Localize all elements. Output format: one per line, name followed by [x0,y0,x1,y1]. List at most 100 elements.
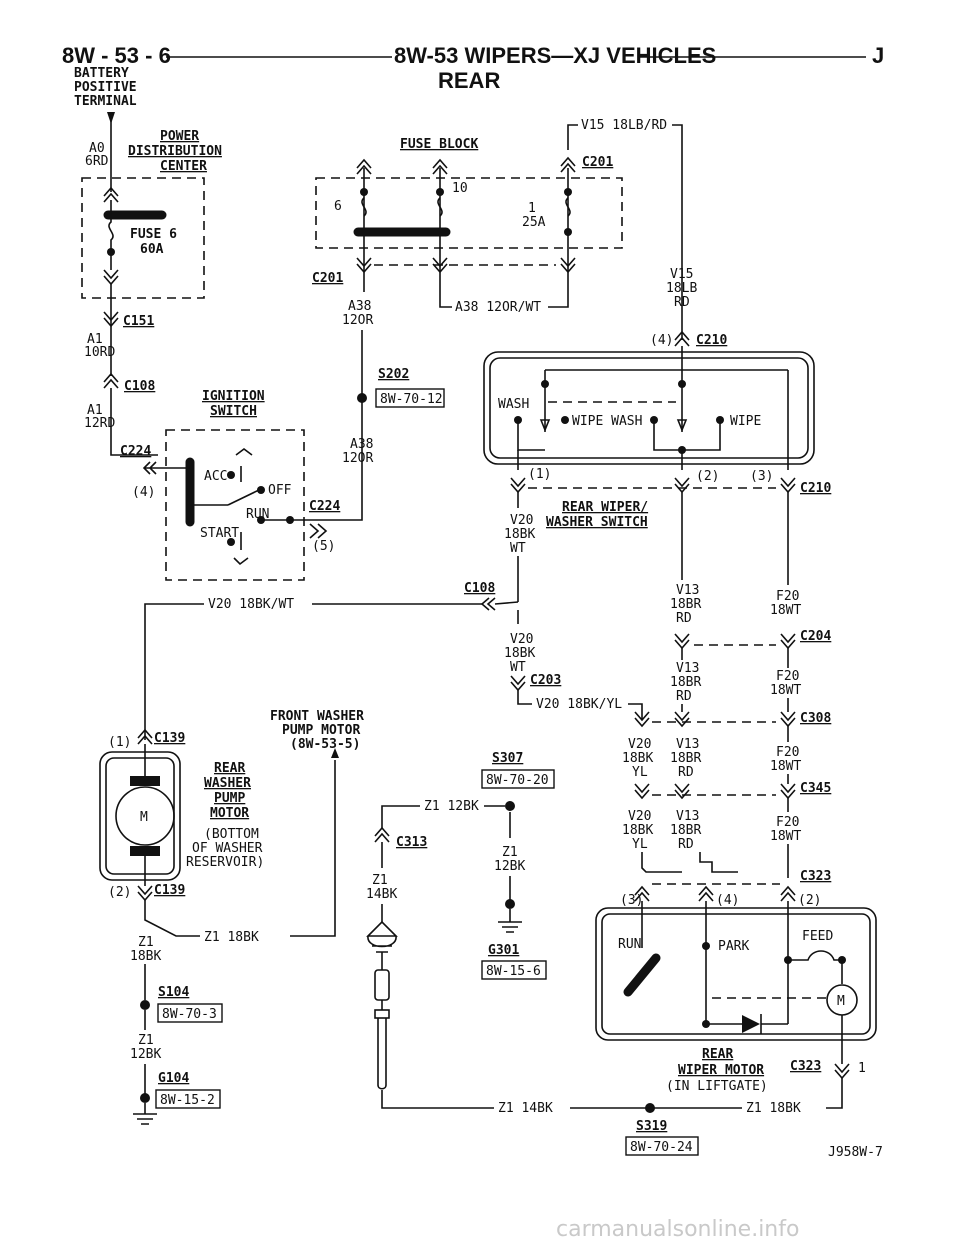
wire-v20-sw-3: WT [510,541,526,556]
wire-v13c-2: 18BR [670,751,701,766]
g104-label: G104 [158,1071,189,1086]
ign-off: OFF [268,483,292,498]
c210-pin-1: (1) [528,467,551,482]
ground-g104-icon [133,1113,157,1125]
wire-a1a-1: A1 [87,332,103,347]
fuse-block-box [315,177,623,249]
fuse-block-label: FUSE BLOCK [400,137,478,152]
wire-z1-14bk-h: Z1 14BK [498,1101,553,1116]
c201a-label: C201 [312,271,343,286]
section-letter: J [872,43,884,68]
g301-ref: 8W-15-6 [486,964,541,979]
c139-pin-1: (1) [108,735,131,750]
wire-f20b-1: F20 [776,669,799,684]
c323-pin-1: 1 [858,1061,866,1076]
wire-v13a-2: 18BR [670,597,701,612]
wire-z1-12bk-h: Z1 12BK [424,799,479,814]
ign-pin-5: (5) [312,539,335,554]
wire-v13b-2: 18BR [670,675,701,690]
wire-a38-h: A38 12OR/WT [455,300,541,315]
g104-ref: 8W-15-2 [160,1093,215,1108]
s202-ref: 8W-70-12 [380,392,443,407]
wire-v20-sw-2: 18BK [504,527,535,542]
fuse6-label-2: 60A [140,242,164,257]
c323-pin-2: (2) [798,893,821,908]
pdc-label-1: POWER [160,129,199,144]
sw-wipe-wash: WIPE WASH [572,414,642,429]
wire-f20c-2: 18WT [770,759,801,774]
wire-a38b-1: A38 [350,437,373,452]
ign-start: START [200,526,239,541]
wire-f20d-2: 18WT [770,829,801,844]
wire-a38b-2: 12OR [342,451,373,466]
pump-label-5: (BOTTOM [204,827,259,842]
ignition-switch-box [165,429,305,581]
wire-v13a-3: RD [676,611,692,626]
wire-v20-h: V20 18BK/WT [208,597,294,612]
wire-v13b-3: RD [676,689,692,704]
wire-v20d-2: 18BK [622,823,653,838]
wire-v13b-1: V13 [676,661,699,676]
c204-label: C204 [800,629,831,644]
pump-label-3: PUMP [214,791,245,806]
c323-pin-4: (4) [716,893,739,908]
c345-label: C345 [800,781,831,796]
s104-label: S104 [158,985,189,1000]
wire-z1-18bk-b: Z1 18BK [746,1101,801,1116]
fb-fuse-25a: 25A [522,215,546,230]
rear-switch-label-1: REAR WIPER/ [562,500,648,515]
fuse6-label-1: FUSE 6 [130,227,177,242]
c210-pin-2: (2) [696,469,719,484]
washer-pump-box [99,751,181,881]
wire-v15-top: V15 18LB/RD [581,118,667,133]
pump-label-7: RESERVOIR) [186,855,264,870]
wire-a38a-1: A38 [348,299,371,314]
wire-z1-18bk-a: Z1 18BK [204,930,259,945]
pdc-label-3: CENTER [160,159,207,174]
c210-pin-3: (3) [750,469,773,484]
rear-motor-label-2: WIPER MOTOR [678,1063,764,1078]
wire-f20a-2: 18WT [770,603,801,618]
front-pump-label-3: (8W-53-5) [290,737,360,752]
rear-motor-label-3: (IN LIFTGATE) [666,1079,768,1094]
watermark: carmanualsonline.info [556,1217,799,1242]
wire-v20d-3: YL [632,837,648,852]
motor-feed: FEED [802,929,833,944]
s307-ref: 8W-70-20 [486,773,549,788]
figure-id: J958W-7 [828,1145,883,1160]
wire-v15-3: RD [674,295,690,310]
c323a-label: C323 [800,869,831,884]
wire-v13c-1: V13 [676,737,699,752]
c323-pin-3: (3) [620,893,643,908]
s319-ref: 8W-70-24 [630,1140,693,1155]
c203-label: C203 [530,673,561,688]
g301-label: G301 [488,943,519,958]
pump-label-2: WASHER [204,776,251,791]
ign-acc: ACC [204,469,227,484]
c210-pin-4: (4) [650,333,673,348]
c224a-label: C224 [120,444,151,459]
battery-label-2: POSITIVE [74,80,137,95]
wire-z1-18bk-v-2: 18BK [130,949,161,964]
c139a-label: C139 [154,731,185,746]
wire-v20-b-3: WT [510,660,526,675]
wire-z1-18bk-v-1: Z1 [138,935,154,950]
pdc-label-2: DISTRIBUTION [128,144,222,159]
c224b-label: C224 [309,499,340,514]
wire-v20-sw-1: V20 [510,513,533,528]
wire-v15-1: V15 [670,267,693,282]
fb-fuse-10: 10 [452,181,468,196]
wire-a0-2: 6RD [85,154,109,169]
sw-wipe: WIPE [730,414,761,429]
wire-v20c-2: 18BK [622,751,653,766]
wire-z1-14bk-v-2: 14BK [366,887,397,902]
c139b-label: C139 [154,883,185,898]
ground-g301-icon [498,921,522,933]
wire-v15-2: 18LB [666,281,697,296]
c313-label: C313 [396,835,427,850]
fb-fuse-6: 6 [334,199,342,214]
wire-a1a-2: 10RD [84,345,115,360]
wire-v20-yl-h: V20 18BK/YL [536,697,622,712]
wire-v13c-3: RD [678,765,694,780]
